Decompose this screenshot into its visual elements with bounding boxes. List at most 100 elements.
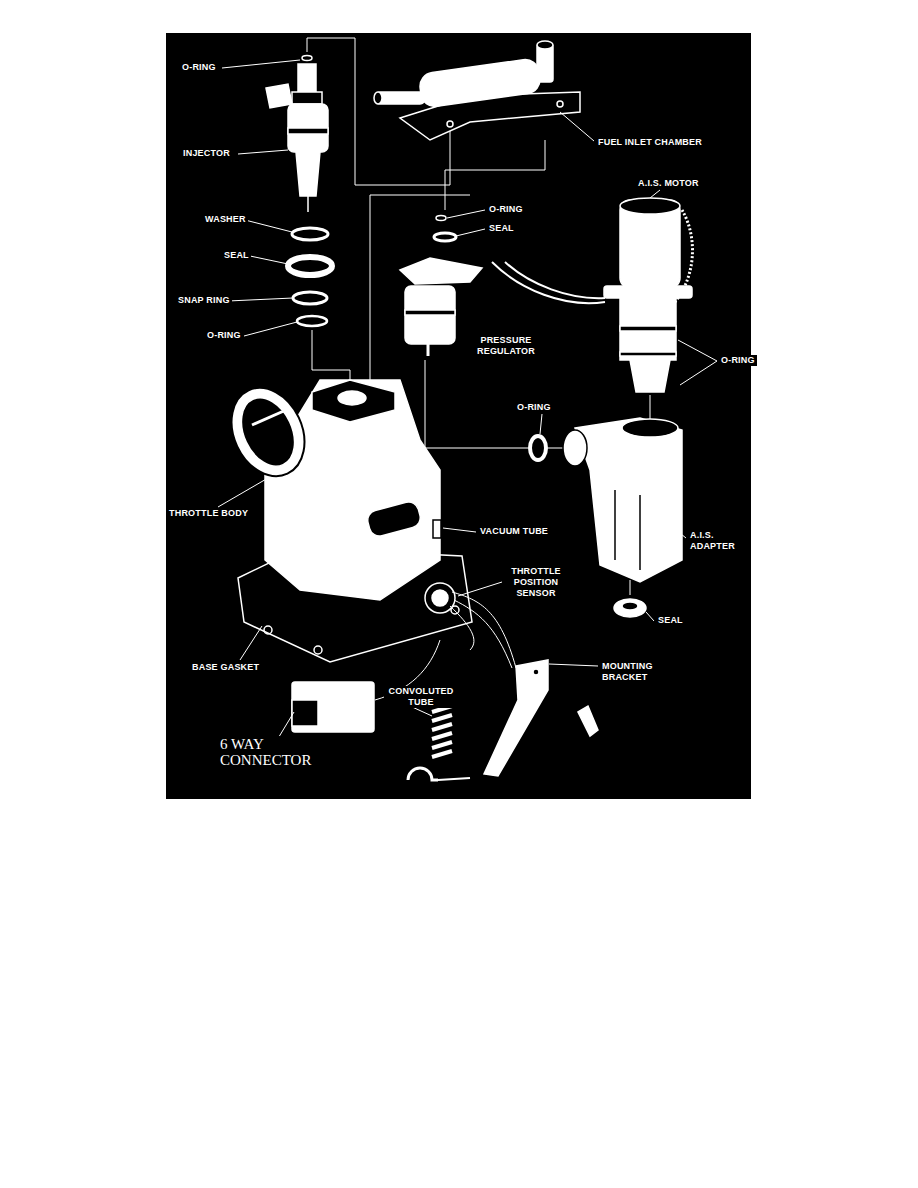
leader-line — [676, 530, 686, 538]
part-label: O-RING — [515, 402, 553, 413]
seal — [434, 233, 456, 241]
mounting-bracket — [484, 660, 548, 776]
pressure-regulator — [400, 216, 482, 357]
guide-line — [445, 140, 545, 210]
leader-line — [680, 361, 717, 385]
motor-ring — [620, 326, 676, 331]
connector-face — [292, 700, 318, 726]
actuator-boss — [366, 500, 423, 539]
harness-parts — [292, 640, 598, 780]
vacuum-tube — [433, 520, 441, 538]
injector-needle — [307, 196, 309, 212]
part-label: SEAL — [656, 615, 685, 626]
adapter-port — [563, 430, 587, 466]
leader-line — [244, 322, 297, 336]
chamber-pipe — [375, 92, 425, 104]
adapter-rib — [614, 490, 616, 560]
part-label: A.I.S. ADAPTER — [688, 530, 744, 552]
guide-line — [630, 580, 631, 595]
injector-inlet — [298, 64, 316, 94]
leader-line — [443, 528, 476, 532]
throttle-inlet — [218, 376, 319, 488]
guide-line — [420, 448, 528, 449]
chamber-body — [418, 58, 542, 108]
seal — [614, 599, 646, 617]
injector-tip — [296, 152, 320, 196]
part-label: PRESSURE REGULATOR — [472, 335, 540, 357]
convoluted-tube — [432, 706, 452, 757]
leader-line — [250, 256, 288, 264]
part-label: BASE GASKET — [190, 662, 261, 673]
leader-line — [240, 626, 262, 660]
tube-coil — [432, 751, 452, 757]
fuel-inlet-chamber — [374, 41, 580, 140]
leader-lines — [218, 60, 717, 745]
regulator-band — [405, 310, 455, 315]
bolt-hole — [451, 606, 459, 614]
adapter-rib — [639, 495, 641, 570]
guide-line — [650, 395, 651, 420]
bracket-hole — [533, 669, 539, 675]
motor-flange — [604, 286, 692, 298]
leader-line — [218, 478, 268, 507]
part-label: SEAL — [487, 223, 516, 234]
adapter-bore — [622, 419, 678, 437]
clip — [408, 768, 438, 780]
leader-line — [560, 112, 594, 141]
part-label: O-RING — [180, 62, 218, 73]
inlet-end — [537, 41, 553, 49]
leader-line — [456, 229, 485, 236]
part-label: THROTTLE BODY — [167, 508, 250, 519]
tube-coil — [432, 742, 452, 748]
part-label: A.I.S. MOTOR — [636, 178, 701, 189]
o-ring — [436, 216, 446, 221]
part-label: THROTTLE POSITION SENSOR — [503, 566, 569, 599]
seal — [288, 257, 332, 275]
injector-collar — [292, 92, 322, 104]
pipe-end — [374, 92, 382, 104]
motor-top — [620, 198, 680, 214]
seal-hole — [622, 602, 638, 610]
bolt-hole — [314, 646, 322, 654]
part-label: SNAP RING — [176, 295, 232, 306]
injector-bore — [338, 391, 366, 405]
injector-body — [288, 104, 328, 152]
o-ring — [302, 56, 312, 61]
part-label: VACUUM TUBE — [478, 526, 550, 537]
injector — [266, 56, 332, 327]
regulator-can — [405, 286, 455, 344]
washer — [292, 228, 328, 240]
leader-line — [458, 582, 502, 596]
screw — [578, 706, 598, 736]
motor-body — [620, 298, 676, 360]
injector-pad — [312, 380, 395, 422]
tube-coil — [432, 733, 452, 739]
part-label: INJECTOR — [181, 148, 232, 159]
leader-line — [678, 340, 717, 361]
part-label: SEAL — [222, 250, 251, 261]
six-way-connector — [292, 682, 374, 732]
bolt-hole — [264, 626, 272, 634]
part-label: CONVOLUTED TUBE — [384, 686, 458, 708]
o-ring — [297, 316, 327, 326]
part-label: WASHER — [203, 214, 248, 225]
bolt-hole — [557, 101, 563, 107]
ais-motor — [492, 198, 692, 392]
tube-coil — [432, 715, 452, 721]
leader-line — [549, 664, 598, 666]
tps-wires — [450, 592, 516, 668]
injector-terminal — [266, 84, 292, 108]
leader-line — [245, 220, 292, 232]
adapter-body — [575, 418, 682, 582]
leader-line — [447, 210, 485, 218]
throttle-bore — [231, 389, 305, 475]
leader-line — [540, 414, 542, 434]
part-label: O-RING — [719, 355, 757, 366]
part-label: MOUNTING BRACKET — [600, 661, 670, 683]
leader-line — [222, 60, 300, 68]
leader-line — [228, 298, 293, 301]
tps-face — [432, 590, 448, 606]
motor-ring — [620, 352, 676, 356]
leader-line — [238, 150, 288, 154]
